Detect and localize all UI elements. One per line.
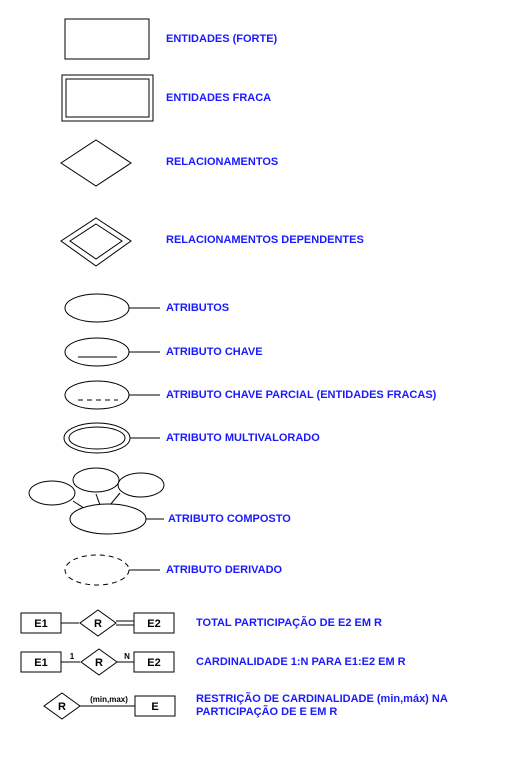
composite-sub-right <box>117 472 165 498</box>
relationship-diamond <box>60 139 132 187</box>
tp-e1-text: E1 <box>34 618 47 630</box>
relationship-label: RELACIONAMENTOS <box>166 156 279 168</box>
composite-link-mid <box>95 493 101 506</box>
weak-entity-label: ENTIDADES FRACA <box>166 92 272 104</box>
tp-e2-text: E2 <box>147 618 160 630</box>
card-r-diamond <box>80 648 118 676</box>
card-e2-text: E2 <box>147 657 160 669</box>
key-attribute-label: ATRIBUTO CHAVE <box>166 346 263 358</box>
tp-r-diamond <box>79 609 117 637</box>
composite-sub-left <box>28 480 76 506</box>
attribute-label: ATRIBUTOS <box>166 302 230 314</box>
rest-minmax-label: (min,max) <box>90 695 128 704</box>
composite-attribute-label: ATRIBUTO COMPOSTO <box>168 513 291 525</box>
composite-link-right <box>109 492 121 506</box>
derived-attribute-label: ATRIBUTO DERIVADO <box>166 564 283 576</box>
restriction-label: RESTRIÇÃO DE CARDINALIDADE (min,máx) NA … <box>196 693 448 718</box>
composite-main-ellipse <box>69 503 147 535</box>
total-participation-label: TOTAL PARTICIPAÇÃO DE E2 EM R <box>196 617 382 629</box>
weak-entity-inner <box>65 78 150 118</box>
key-attribute-ellipse <box>64 337 130 367</box>
multivalued-inner <box>68 426 126 450</box>
card-e1-text: E1 <box>34 657 47 669</box>
multivalued-attribute-label: ATRIBUTO MULTIVALORADO <box>166 432 320 444</box>
card-n-label: N <box>124 652 130 661</box>
tp-r-text: R <box>94 618 102 630</box>
card-r-text: R <box>95 657 103 669</box>
card-e2-box <box>133 651 175 673</box>
rest-e-box <box>134 695 176 717</box>
strong-entity-label: ENTIDADES (FORTE) <box>166 33 278 45</box>
dependent-relationship-label: RELACIONAMENTOS DEPENDENTES <box>166 234 364 246</box>
derived-ellipse <box>64 554 130 586</box>
dependent-relationship-inner <box>69 223 123 260</box>
partial-key-attribute-label: ATRIBUTO CHAVE PARCIAL (ENTIDADES FRACAS… <box>166 389 437 401</box>
card-one-label: 1 <box>70 652 75 661</box>
tp-e2-box <box>133 612 175 634</box>
composite-sub-mid <box>72 467 120 493</box>
cardinality-label: CARDINALIDADE 1:N PARA E1:E2 EM R <box>196 656 406 668</box>
rest-r-diamond <box>43 692 81 720</box>
partial-key-ellipse <box>64 380 130 410</box>
attribute-ellipse <box>64 293 130 323</box>
rest-r-text: R <box>58 701 66 713</box>
strong-entity-shape <box>64 18 150 60</box>
rest-e-text: E <box>151 701 158 713</box>
